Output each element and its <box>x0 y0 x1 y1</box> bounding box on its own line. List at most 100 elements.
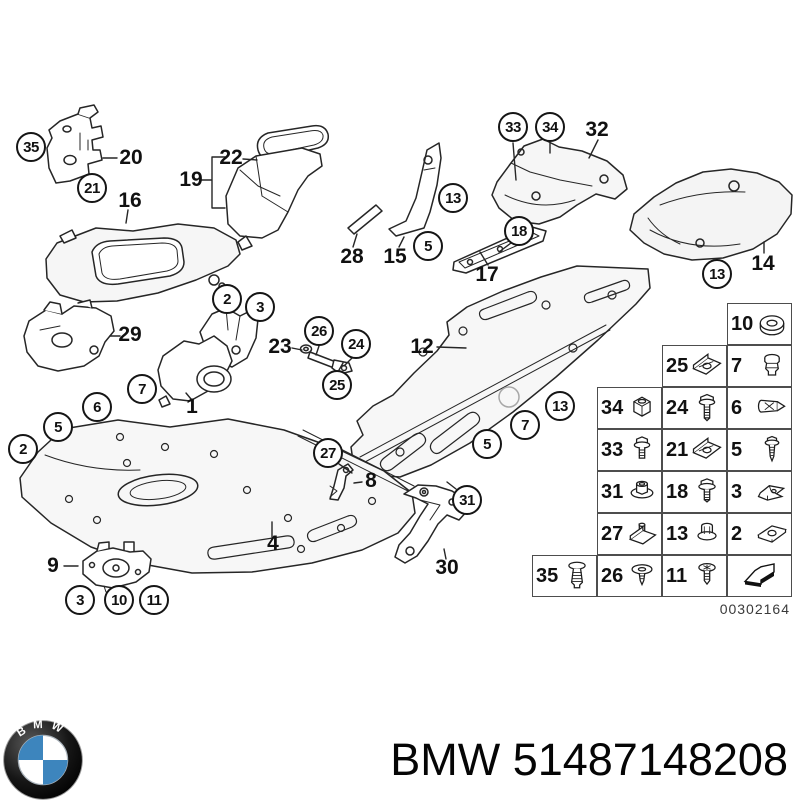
part-number-text: BMW 51487148208 <box>390 734 788 785</box>
leader-lines <box>63 139 765 567</box>
fastener-number: 2 <box>731 523 743 545</box>
part-bracket-20-21 <box>46 104 104 184</box>
fastener-number: 26 <box>601 565 624 587</box>
fastener-cell-10: 10 <box>727 303 792 345</box>
callout-circle-24: 24 <box>341 329 371 359</box>
callout-circle-2: 2 <box>212 284 242 314</box>
part-label-30: 30 <box>435 556 459 579</box>
hex-nut-icon <box>633 396 651 417</box>
washer-screw-icon <box>631 564 653 586</box>
part-label-1: 1 <box>186 395 198 418</box>
fastener-cell-25: 25 <box>662 345 727 387</box>
fastener-number: 3 <box>731 481 743 503</box>
callout-circle-3: 3 <box>65 585 95 615</box>
fastener-cell-5: 5 <box>727 429 792 471</box>
callout-circle-31: 31 <box>452 485 482 515</box>
u-clip-icon <box>692 353 722 375</box>
fastener-number: 33 <box>601 439 624 461</box>
callout-circle-34: 34 <box>535 112 565 142</box>
callout-circle-11: 11 <box>139 585 169 615</box>
fastener-cell-34: 34 <box>597 387 662 429</box>
part-label-29: 29 <box>118 323 142 346</box>
expansion-plug-icon <box>764 353 780 376</box>
part-label-32: 32 <box>585 118 609 141</box>
fastener-cell-11: 11 <box>662 555 727 597</box>
part-28-strip <box>347 204 383 235</box>
callout-circle-7: 7 <box>510 410 540 440</box>
callout-circle-21: 21 <box>77 173 107 203</box>
fastener-cell-24: 24 <box>662 387 727 429</box>
bmw-logo: BMW <box>3 719 83 800</box>
fastener-number: 18 <box>666 481 689 503</box>
fastener-number: 6 <box>731 397 743 419</box>
fastener-cell-18: 18 <box>662 471 727 513</box>
fastener-cell-7: 7 <box>727 345 792 387</box>
fastener-number: 5 <box>731 439 743 461</box>
fastener-cell-33: 33 <box>597 429 662 471</box>
part-label-23: 23 <box>268 335 292 358</box>
washer-icon <box>759 315 785 336</box>
part-30-support-bracket <box>394 484 469 564</box>
part-29-bracket <box>23 299 115 372</box>
fastener-number: 10 <box>731 313 754 335</box>
fastener-number: 21 <box>666 439 689 461</box>
callout-circle-5: 5 <box>413 231 443 261</box>
callout-circle-26: 26 <box>304 316 334 346</box>
clip-with-stud-icon <box>629 522 657 545</box>
part-label-17: 17 <box>475 263 499 286</box>
u-clip-icon <box>692 437 722 459</box>
part-label-28: 28 <box>340 245 364 268</box>
anchor-rivet-icon <box>757 399 786 413</box>
fastener-number: 25 <box>666 355 689 377</box>
fastener-cell-3: 3 <box>727 471 792 513</box>
part-label-20: 20 <box>119 146 143 169</box>
fastener-number: 13 <box>666 523 689 545</box>
callout-circle-13: 13 <box>438 183 468 213</box>
fastener-cell-6: 6 <box>727 387 792 429</box>
part-14-heat-shield <box>629 168 793 261</box>
callout-circle-18: 18 <box>504 216 534 246</box>
part-1-2-3-bracket-cluster <box>157 307 259 408</box>
callout-circle-10: 10 <box>104 585 134 615</box>
callout-circle-13: 13 <box>545 391 575 421</box>
part-16-side-shield <box>45 223 241 303</box>
callout-circle-6: 6 <box>82 392 112 422</box>
fastener-number: 27 <box>601 523 624 545</box>
image-code: 00302164 <box>719 601 790 617</box>
part-label-15: 15 <box>383 245 407 268</box>
spring-clip-icon <box>757 485 785 501</box>
fastener-cell-27: 27 <box>597 513 662 555</box>
fastener-cell-13: 13 <box>662 513 727 555</box>
callout-circle-5: 5 <box>472 429 502 459</box>
part-label-4: 4 <box>267 532 279 555</box>
fastener-cell-31: 31 <box>597 471 662 513</box>
fastener-number: 11 <box>666 565 688 587</box>
callout-circle-25: 25 <box>322 370 352 400</box>
fastener-number: 7 <box>731 355 743 377</box>
callout-circle-35: 35 <box>16 132 46 162</box>
direction-arrow-icon <box>744 563 775 588</box>
part-15-bracket <box>388 142 442 237</box>
fastener-cell-35: 35 <box>532 555 597 597</box>
fastener-cell-21: 21 <box>662 429 727 471</box>
part-label-8: 8 <box>365 469 377 492</box>
callout-circle-3: 3 <box>245 292 275 322</box>
fastener-number: 24 <box>666 397 689 419</box>
part-19-22-air-duct <box>225 124 330 251</box>
callout-circle-7: 7 <box>127 374 157 404</box>
part-32-heat-shield <box>491 138 628 225</box>
flat-clip-icon <box>757 525 787 543</box>
part-label-9: 9 <box>47 554 59 577</box>
part-label-16: 16 <box>118 189 142 212</box>
part-12-center-panel <box>350 265 651 478</box>
pan-screw-icon <box>698 562 716 585</box>
part-9-cover <box>82 541 152 593</box>
part-label-14: 14 <box>751 252 775 275</box>
callout-circle-2: 2 <box>8 434 38 464</box>
fastener-number: 34 <box>601 397 624 419</box>
callout-circle-33: 33 <box>498 112 528 142</box>
fastener-number: 35 <box>536 565 559 587</box>
tapping-screw-icon <box>764 435 780 462</box>
callout-circle-27: 27 <box>313 438 343 468</box>
